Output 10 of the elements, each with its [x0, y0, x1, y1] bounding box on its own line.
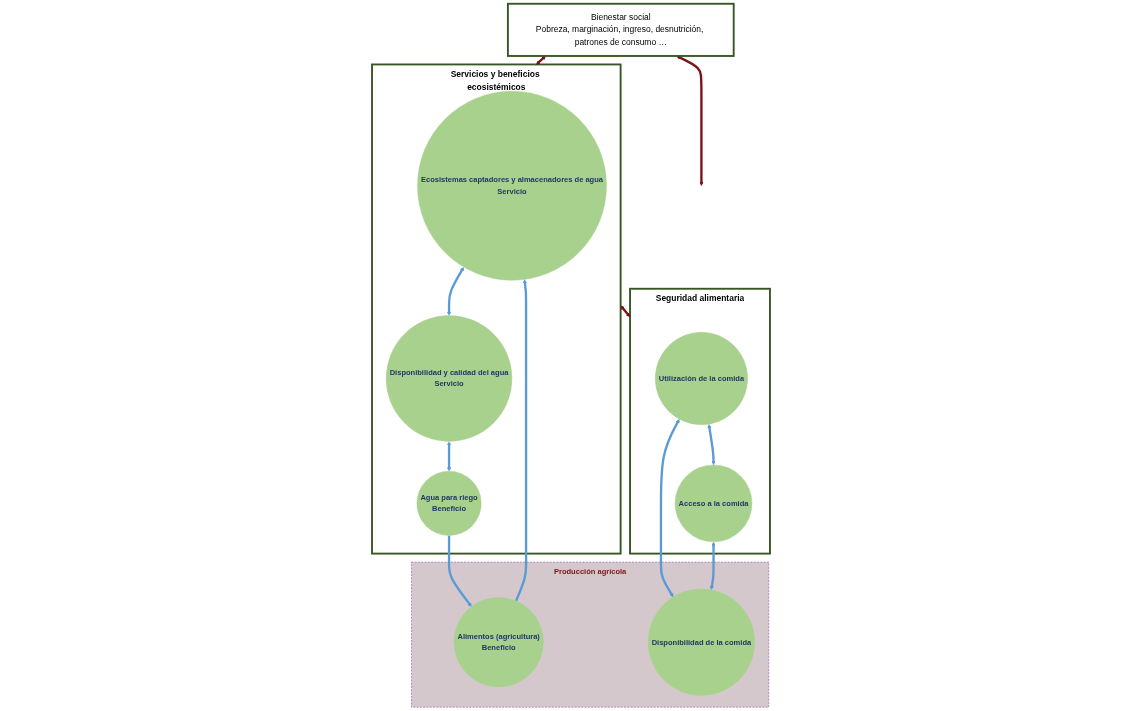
arrow — [707, 424, 716, 466]
arrow — [659, 419, 680, 598]
arrow — [447, 535, 472, 607]
arrow — [676, 55, 704, 186]
arrow — [447, 441, 452, 472]
arrow — [709, 541, 716, 590]
node-box: Bienestar social Pobreza, marginación, ingreso, desnutrición, patrones de consumo … — [506, 2, 735, 57]
arrow — [620, 305, 631, 318]
arrow — [514, 279, 528, 602]
arrow — [447, 267, 464, 316]
